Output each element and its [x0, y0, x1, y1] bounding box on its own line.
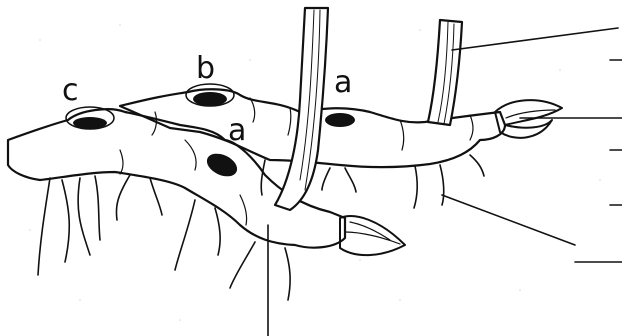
- roots: [38, 155, 484, 300]
- label-a-lower: a: [228, 113, 246, 148]
- bud-vein-lower-2: [350, 222, 390, 240]
- label-b: b: [196, 51, 215, 86]
- upper-tip-bud: [495, 100, 562, 138]
- label-c: c: [62, 73, 79, 108]
- label-a-upper: a: [334, 65, 352, 100]
- tall-stem-center: [275, 8, 328, 210]
